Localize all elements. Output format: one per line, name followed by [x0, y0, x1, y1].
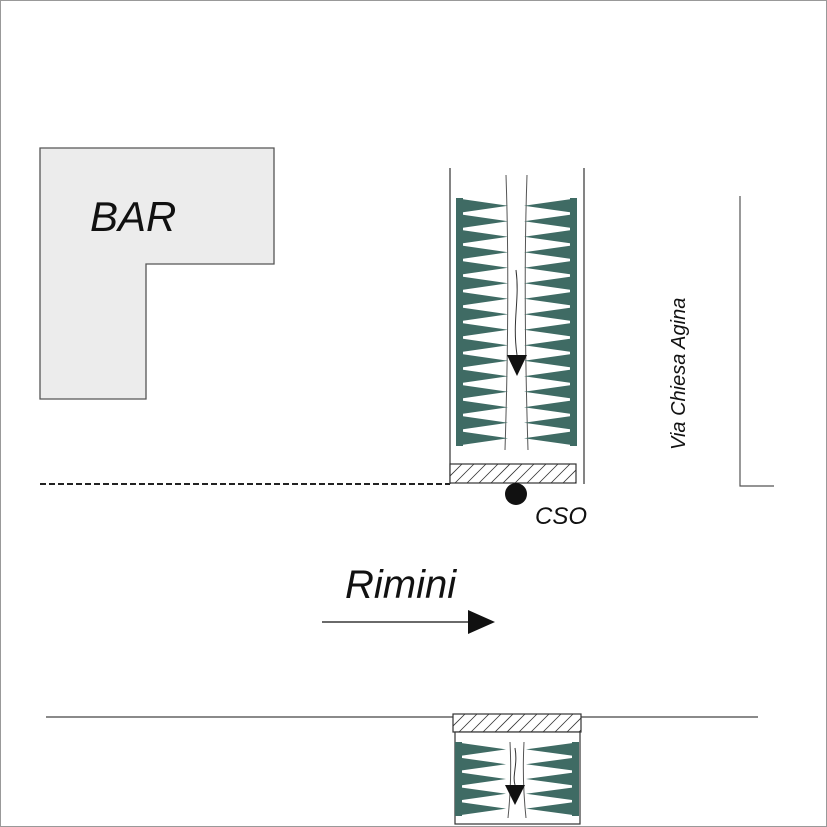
grating-hatch-line — [506, 714, 526, 732]
bioretention-channel-top — [449, 168, 585, 484]
grating-hatch-line — [562, 469, 576, 483]
vegetation-leaf — [524, 369, 570, 383]
vegetation-leaf — [526, 802, 572, 815]
vegetation-leaf — [524, 431, 570, 445]
vegetation-leaf — [463, 214, 508, 228]
grating-hatch-line — [550, 464, 571, 483]
arrow-down-icon — [505, 785, 525, 805]
grating-hatch-line — [494, 714, 514, 732]
street-label: Rimini — [345, 563, 457, 607]
vegetation-leaf — [526, 743, 572, 756]
vegetation-leaf — [463, 385, 508, 399]
vegetation-leaf — [524, 214, 570, 228]
vegetation-strip-bottom — [455, 742, 579, 816]
side-street-edge — [739, 196, 774, 487]
vegetation-leaf — [463, 400, 508, 414]
grating-hatch-line — [466, 464, 487, 483]
vegetation-leaf — [524, 385, 570, 399]
bar-label: BAR — [90, 193, 176, 240]
vegetation-leaf — [463, 245, 508, 259]
vegetation-leaf — [524, 199, 570, 213]
vegetation-leaf — [462, 772, 506, 786]
filled-circle-icon — [505, 483, 527, 505]
vegetation-leaf — [524, 261, 570, 275]
vegetation-leaf — [526, 787, 572, 801]
vegetation-leaf — [526, 772, 572, 786]
flow-line — [514, 269, 518, 356]
grating-hatch-line — [490, 464, 511, 483]
bioretention-channel-bottom — [454, 731, 581, 825]
vegetation-leaf — [462, 757, 506, 771]
grating-hatch-line — [502, 464, 523, 483]
grating-hatch-line — [530, 714, 550, 732]
arrow-right-icon — [468, 610, 495, 634]
grating-hatch-line — [542, 714, 562, 732]
bar-building-outline — [39, 147, 275, 400]
grating-hatch-line — [554, 714, 574, 732]
vegetation-leaf — [463, 431, 508, 445]
vegetation-leaf — [463, 307, 508, 321]
vegetation-leaf — [524, 230, 570, 244]
vegetation-strip — [456, 198, 577, 446]
grating-hatch-line — [458, 714, 478, 732]
vegetation-leaf — [526, 757, 572, 771]
vegetation-leaf — [524, 416, 570, 430]
vegetation-leaf — [524, 307, 570, 321]
grating-hatch-line — [566, 717, 581, 732]
vegetation-spine — [456, 198, 463, 446]
side-street-label: Via Chiesa Agina — [668, 298, 690, 450]
grating-bottom-frame — [452, 713, 582, 733]
vegetation-leaf — [463, 292, 508, 306]
vegetation-leaf — [463, 416, 508, 430]
channel-inner-line-left — [504, 174, 509, 451]
grating-hatch-line — [482, 714, 502, 732]
grating-hatch-line — [526, 464, 547, 483]
flow-line-bottom — [513, 747, 517, 786]
vegetation-leaf — [524, 276, 570, 290]
vegetation-leaf — [463, 276, 508, 290]
grating-hatch-line — [514, 464, 535, 483]
vegetation-leaf — [524, 400, 570, 414]
bar-building: BAR — [39, 147, 275, 400]
vegetation-leaf — [462, 802, 506, 815]
vegetation-leaf — [463, 323, 508, 337]
channel-inner-line-left-bottom — [507, 741, 512, 819]
vegetation-leaf — [524, 292, 570, 306]
vegetation-leaf — [463, 261, 508, 275]
vegetation-leaf — [463, 369, 508, 383]
arrow-down-icon — [507, 355, 527, 376]
grating-hatch-line — [538, 464, 559, 483]
vegetation-leaf — [462, 743, 506, 756]
channel-inner-line-right-bottom — [522, 741, 527, 819]
vegetation-leaf — [462, 787, 506, 801]
vegetation-leaf — [463, 230, 508, 244]
vegetation-leaf — [463, 199, 508, 213]
vegetation-leaf — [463, 354, 508, 368]
vegetation-leaf — [524, 323, 570, 337]
cso-label: CSO — [535, 503, 587, 530]
grating-hatch-line — [470, 714, 490, 732]
vegetation-leaf — [463, 338, 508, 352]
grating-top — [449, 463, 577, 484]
grating-hatch-line — [478, 464, 499, 483]
grating-hatch-line — [450, 464, 463, 477]
vegetation-leaf — [524, 245, 570, 259]
grating-hatch-line — [454, 464, 475, 483]
grating-hatch-line — [453, 714, 466, 727]
grating-hatch-line — [518, 714, 538, 732]
vegetation-leaf — [524, 354, 570, 368]
vegetation-spine — [455, 742, 462, 816]
channel-inner-line-right — [524, 174, 529, 451]
vegetation-leaf — [524, 338, 570, 352]
vegetation-spine — [570, 198, 577, 446]
vegetation-spine — [572, 742, 579, 816]
